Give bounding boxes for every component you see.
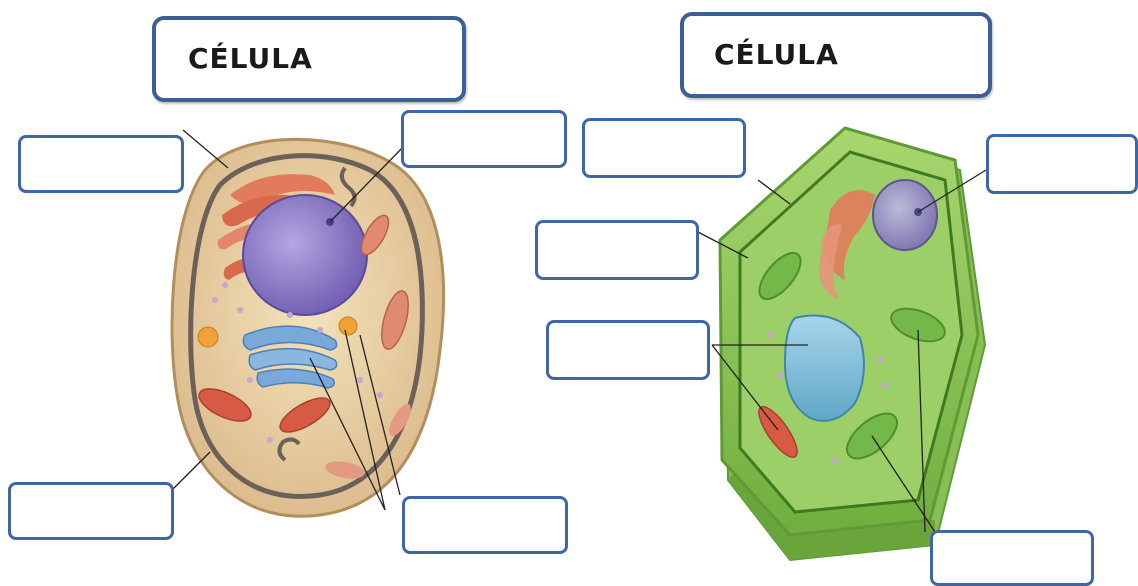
answer-box-animal-cytoplasm[interactable] <box>8 482 174 540</box>
plant-title: CÉLULA <box>714 38 839 71</box>
answer-box-animal-membrane[interactable] <box>18 135 184 193</box>
animal-cell <box>172 130 444 516</box>
vacuole <box>785 316 864 421</box>
answer-box-animal-nucleus[interactable] <box>401 110 567 168</box>
answer-box-animal-organelles[interactable] <box>402 496 568 554</box>
plant-cell <box>698 128 986 560</box>
animal-nucleus <box>243 195 367 315</box>
answer-box-plant-vacuole[interactable] <box>546 320 710 380</box>
animal-title-box: CÉLULA <box>152 16 466 102</box>
plant-nucleus <box>873 180 937 250</box>
answer-box-plant-nucleus[interactable] <box>986 134 1138 194</box>
plant-title-box: CÉLULA <box>680 12 992 98</box>
animal-title: CÉLULA <box>188 42 313 75</box>
answer-box-plant-membrane[interactable] <box>535 220 699 280</box>
answer-box-plant-wall[interactable] <box>582 118 746 178</box>
golgi-apparatus <box>243 326 336 388</box>
answer-box-plant-chloroplast[interactable] <box>930 530 1094 586</box>
